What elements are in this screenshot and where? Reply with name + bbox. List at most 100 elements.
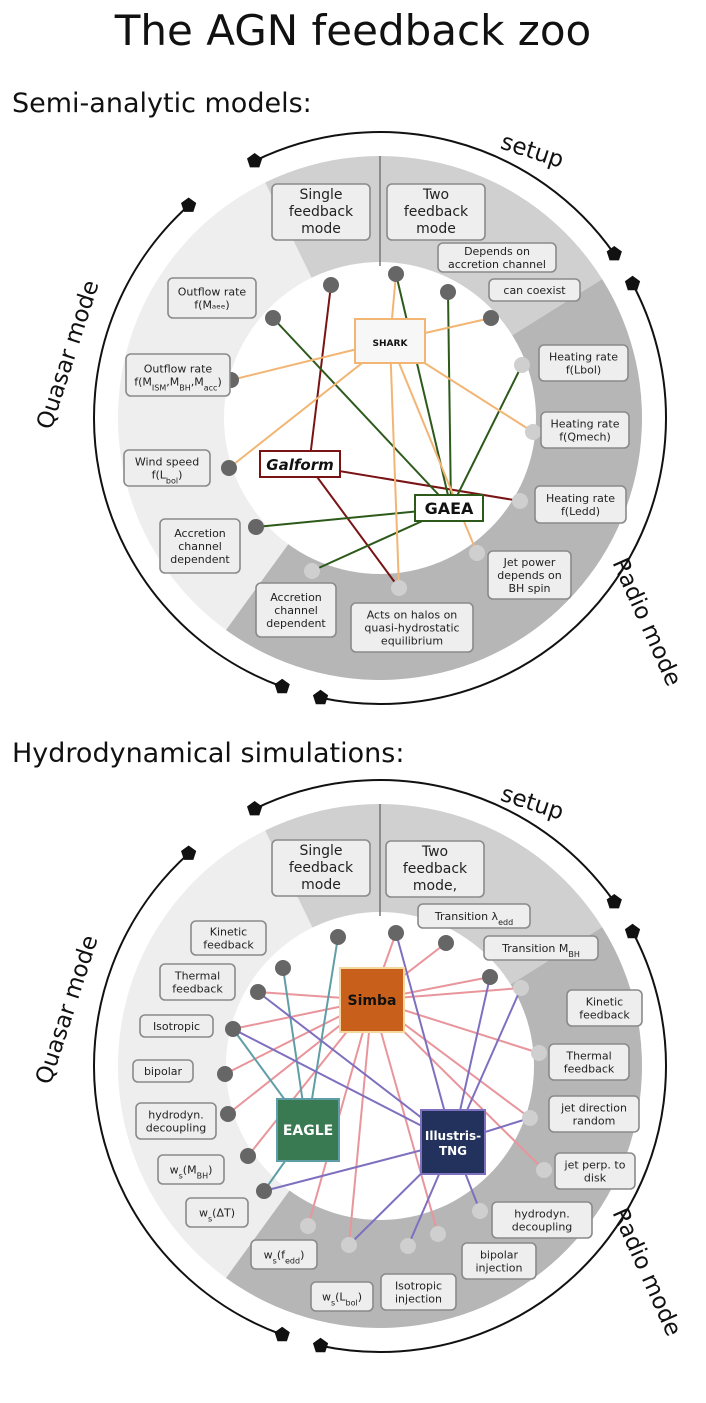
node-depends xyxy=(440,284,456,300)
model-simba: Simba xyxy=(339,967,405,1033)
box-label: feedback xyxy=(203,939,254,952)
box-label: Two xyxy=(422,187,449,203)
link-galform-heat3 xyxy=(308,465,521,502)
quasar-mode-label: Quasar mode xyxy=(31,932,104,1087)
box-label: hydrodyn. xyxy=(148,1109,203,1122)
feedback-box-tmbh: Transition MBH xyxy=(483,935,599,961)
box-label: ws(MBH) xyxy=(170,1164,213,1181)
box-frame xyxy=(554,1152,636,1190)
box-frame xyxy=(386,183,486,241)
feedback-box-qbip: bipolar xyxy=(132,1059,194,1083)
box-frame xyxy=(483,935,599,961)
box-frame xyxy=(157,1154,225,1185)
model-eagle: EAGLE xyxy=(276,1098,340,1162)
node-two xyxy=(388,925,404,941)
box-label: hydrodyn. xyxy=(514,1208,569,1221)
box-label: Acts on halos on xyxy=(367,609,458,622)
box-frame xyxy=(310,1281,374,1312)
model-frame xyxy=(414,494,484,522)
box-label: disk xyxy=(584,1172,607,1185)
box-frame xyxy=(135,1102,217,1140)
page-title: The AGN feedback zoo xyxy=(114,6,592,55)
box-label: random xyxy=(573,1115,616,1128)
box-label: Wind speed xyxy=(135,456,199,469)
box-label: ws(ΔT) xyxy=(199,1207,235,1224)
box-label: mode xyxy=(301,877,341,893)
node-jet xyxy=(469,545,485,561)
node-wind xyxy=(221,460,237,476)
node-coexist xyxy=(483,310,499,326)
box-label: Accretion xyxy=(174,527,226,540)
box-frame xyxy=(123,449,211,487)
feedback-box-qiso: Isotropic xyxy=(139,1014,214,1038)
model-label: Illustris-TNG xyxy=(425,1129,481,1158)
box-frame xyxy=(538,344,629,382)
box-label: decoupling xyxy=(512,1221,573,1234)
box-frame xyxy=(190,920,267,956)
box-label: f(MISM,MBH,Macc) xyxy=(134,376,222,393)
model-image xyxy=(339,967,405,1033)
box-label: channel xyxy=(274,604,318,617)
box-label: Jet power xyxy=(503,556,556,569)
box-label: f(Mₐₑₑ) xyxy=(194,299,229,312)
node-halos xyxy=(391,580,407,596)
box-label: accretion channel xyxy=(448,258,546,271)
quasar-arc xyxy=(93,204,283,688)
box-label: Isotropic xyxy=(395,1280,442,1293)
box-frame xyxy=(548,1095,640,1133)
box-label: Single xyxy=(299,843,342,859)
box-label: bipolar xyxy=(144,1065,183,1078)
model-label: GAEA xyxy=(425,499,474,518)
arc-endpoint xyxy=(247,152,263,168)
model-image xyxy=(276,1098,340,1162)
box-frame xyxy=(159,963,236,1001)
box-label: Thermal xyxy=(174,970,220,983)
arc-endpoint xyxy=(181,197,197,212)
hydro-section-title: Hydrodynamical simulations: xyxy=(12,738,405,769)
box-label: dependent xyxy=(266,617,326,630)
radio-mode-label: Radio mode xyxy=(607,1204,687,1340)
box-label: bipolar xyxy=(480,1249,519,1262)
link-eagle-single xyxy=(306,936,339,1131)
feedback-box-rwsl: ws(Lbol) xyxy=(310,1281,374,1312)
node-rhyd xyxy=(472,1203,488,1219)
model-image xyxy=(420,1109,486,1175)
model-galform: Galform xyxy=(259,450,341,478)
arc-endpoint xyxy=(606,245,622,261)
box-frame xyxy=(487,550,572,600)
box-frame xyxy=(125,353,231,397)
box-label: injection xyxy=(476,1262,523,1275)
setup-arc xyxy=(254,779,616,903)
node-tmbh xyxy=(482,969,498,985)
model-label: Galform xyxy=(266,456,333,474)
node-rjet xyxy=(522,1110,538,1126)
feedback-box-qwsm: ws(MBH) xyxy=(157,1154,225,1185)
model-label: Simba xyxy=(348,993,397,1009)
radio-arc xyxy=(320,283,667,705)
box-frame xyxy=(461,1242,537,1280)
box-label: channel xyxy=(178,540,222,553)
model-image xyxy=(354,318,426,364)
node-outflow1 xyxy=(265,310,281,326)
arc-endpoint xyxy=(312,1337,329,1353)
inner-disk xyxy=(224,262,536,574)
box-label: f(Lbol) xyxy=(152,469,183,486)
box-label: Heating rate xyxy=(546,492,615,505)
box-frame xyxy=(491,1201,593,1239)
node-qwst xyxy=(256,1183,272,1199)
feedback-box-rwsf: ws(fedd) xyxy=(250,1239,318,1270)
